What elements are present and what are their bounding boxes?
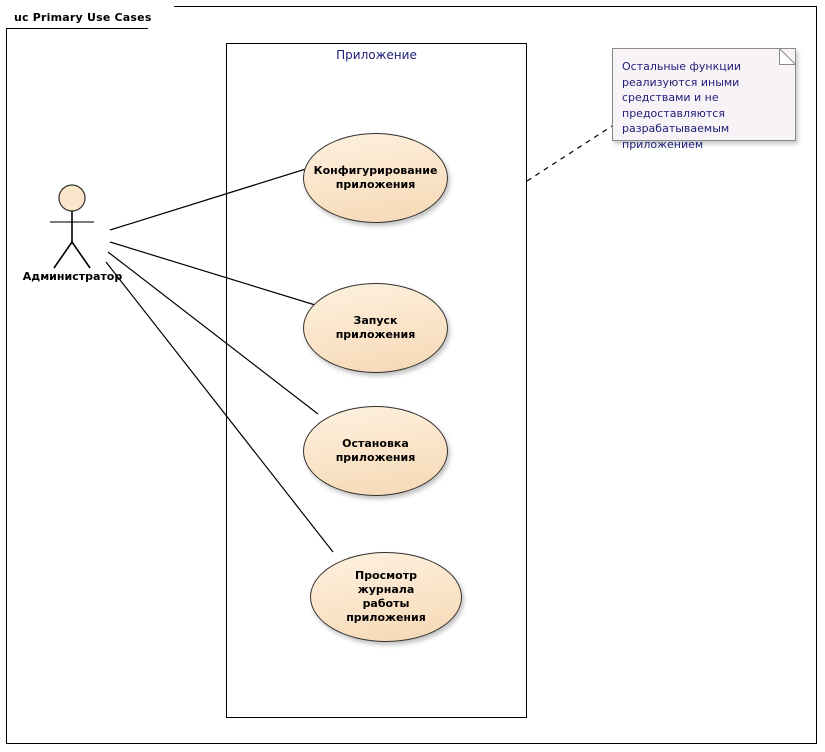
use-case-configure-application[interactable]: Конфигурирование приложения <box>303 133 448 223</box>
use-case-label: Запуск приложения <box>335 314 416 341</box>
note-box: Остальные функции реализуются иными сред… <box>612 48 796 151</box>
actor-leg-right-icon <box>71 241 91 269</box>
system-boundary-label: Приложение <box>336 48 417 62</box>
use-case-label: Остановка приложения <box>335 437 416 464</box>
note-fold-corner-icon <box>779 48 796 65</box>
diagram-frame <box>6 6 817 744</box>
note-text: Остальные функции реализуются иными сред… <box>622 60 742 151</box>
use-case-label: Конфигурирование приложения <box>313 164 438 191</box>
use-case-start-application[interactable]: Запуск приложения <box>303 283 448 373</box>
actor-head-icon <box>58 184 86 212</box>
use-case-view-application-log[interactable]: Просмотр журнала работы приложения <box>310 552 462 642</box>
use-case-label: Просмотр журнала работы приложения <box>346 569 426 624</box>
actor-label: Администратор <box>22 270 123 283</box>
diagram-title-tab: uc Primary Use Cases <box>6 6 174 28</box>
actor-administrator[interactable] <box>20 180 125 290</box>
use-case-stop-application[interactable]: Остановка приложения <box>303 406 448 496</box>
diagram-title-label: uc Primary Use Cases <box>14 10 152 24</box>
actor-leg-left-icon <box>53 241 73 269</box>
